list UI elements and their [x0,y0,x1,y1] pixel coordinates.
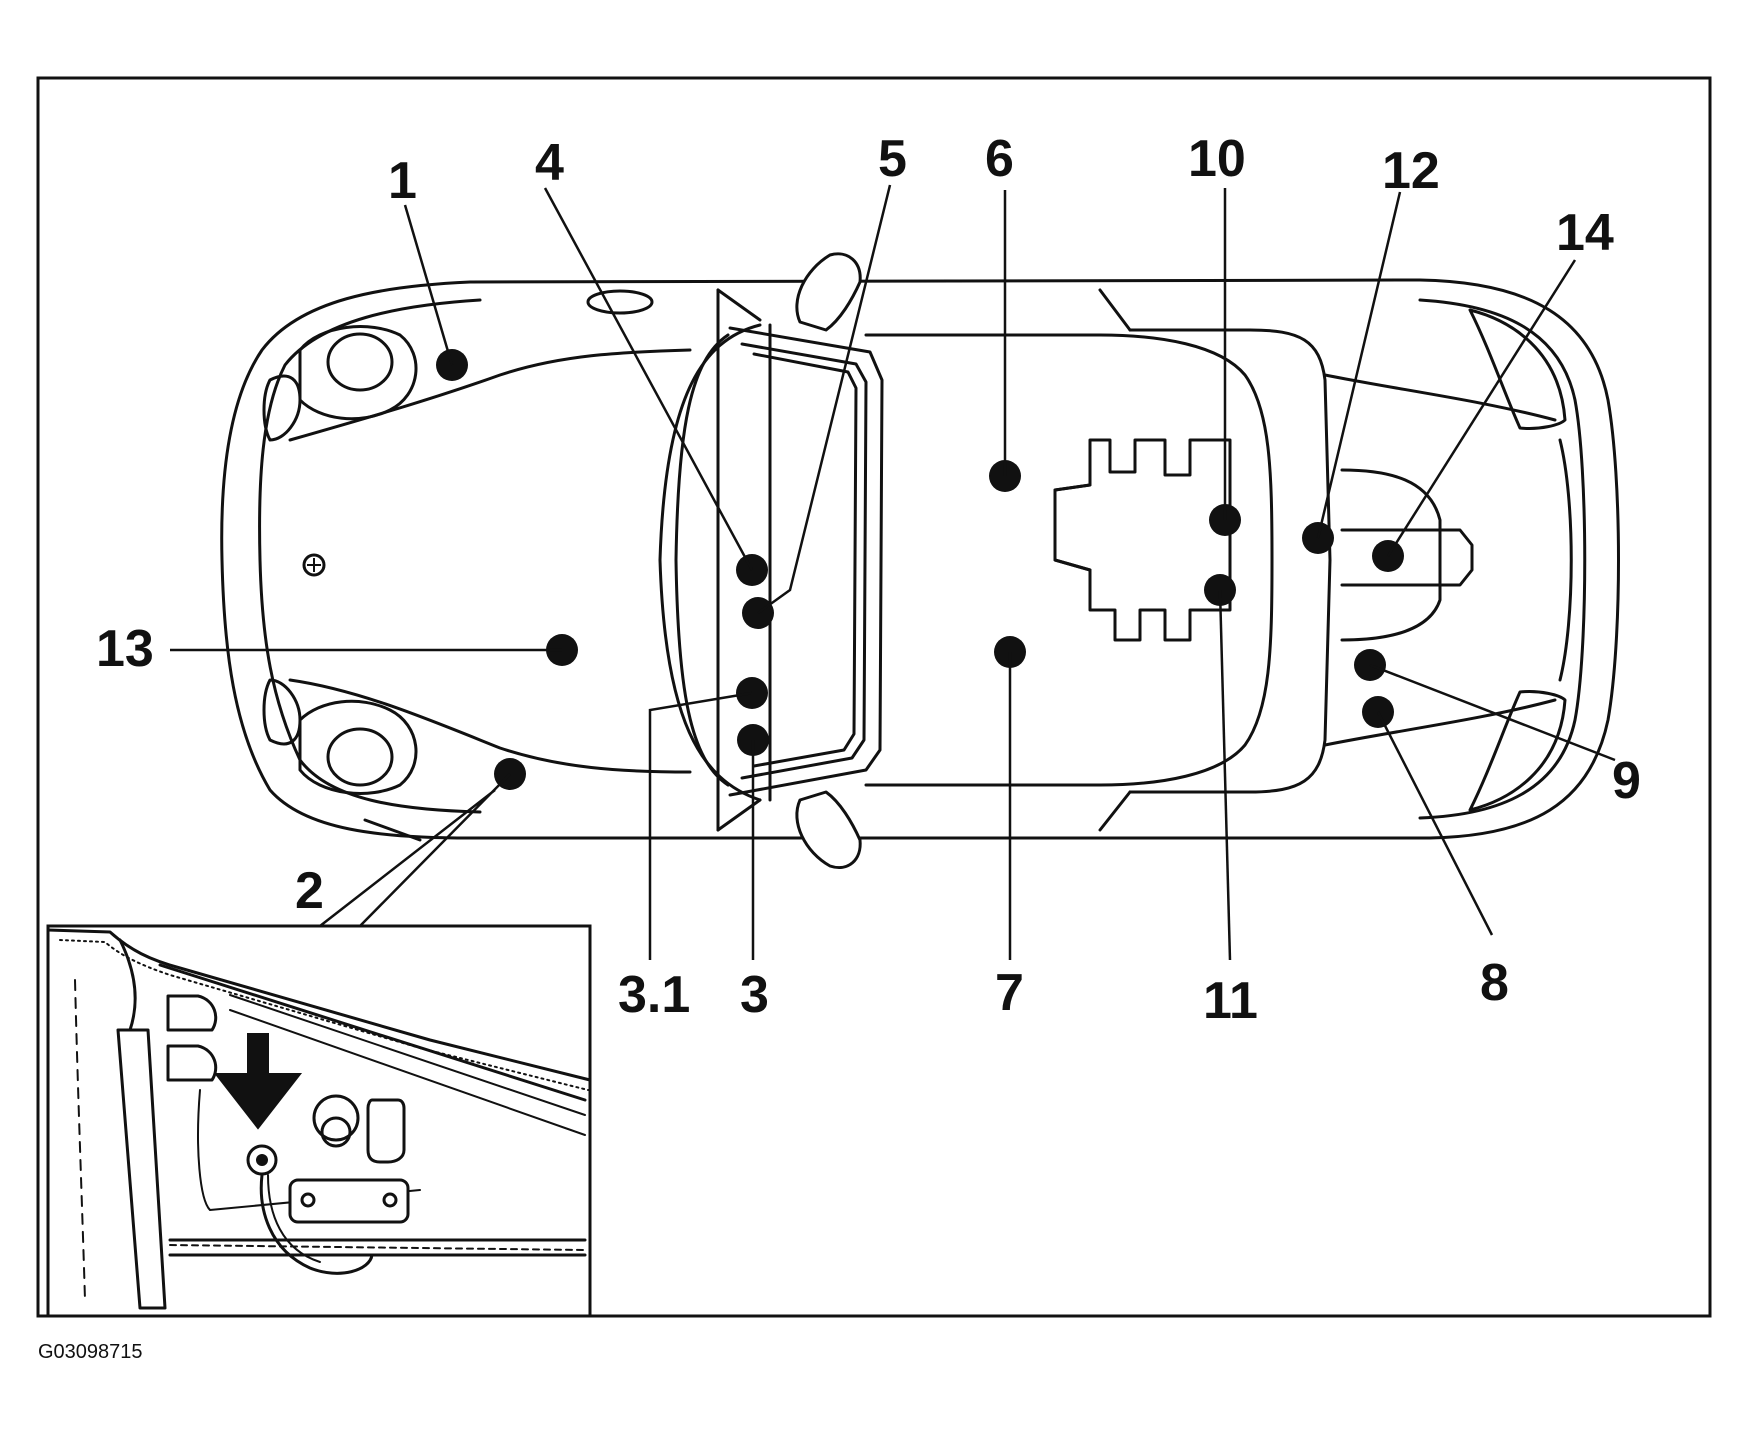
callout-14: 14 [1556,204,1614,262]
cabin-roof-panel [864,333,1274,787]
rear-lid-handle [1340,528,1474,587]
inset-ground-wire-2 [267,1174,321,1263]
inset-detail-location-2 [46,924,592,1318]
callout-7: 7 [995,964,1024,1022]
headlight-upper [298,325,418,421]
leader-5 [757,184,892,615]
leader-lines [170,184,1616,961]
leader-1 [403,204,454,366]
inset-bracket-hole-right [382,1192,398,1208]
side-mirror-upper [795,252,862,332]
rear-deck-outline [1128,328,1332,794]
inset-stipple-line [59,939,589,1091]
headlight-lens-lower [326,727,394,787]
engine-compartment-cover [1053,438,1232,642]
c-pillar-lines [1098,288,1132,832]
inset-sill-lines [168,1238,587,1257]
front-marker-oval [586,289,654,315]
leader-11 [1218,589,1232,961]
inset-panel-line-2 [229,994,586,1116]
callout-12: 12 [1382,142,1440,200]
front-bumper-notch-lower [262,678,302,746]
rear-lamp-upper [1468,308,1567,430]
hood-line-lower [288,678,692,774]
inset-left-edge [74,979,86,1301]
callout-3-1: 3.1 [618,966,690,1024]
leader-14 [1386,259,1577,557]
down-arrow-icon [213,1033,303,1130]
inset-cap [366,1098,406,1164]
windscreen-inner-front [674,333,730,787]
inset-sill-stipple [169,1244,586,1251]
rear-lamp-lower [1468,690,1567,812]
callout-6: 6 [985,130,1014,188]
leader-2 [319,773,511,927]
inset-vertical-pillar [116,1028,167,1310]
rear-quarter-lines [1323,373,1557,747]
inset-pillar-curve [118,938,137,1032]
location-dots [436,349,1404,790]
inset-upper-edge [46,928,592,1082]
front-bumper-notch-upper [262,374,302,442]
figure-code: G03098715 [38,1341,143,1363]
inset-panel-line-3 [229,1009,586,1136]
inset-recess [197,1089,421,1211]
leader-9 [1369,663,1616,762]
inset-bracket-hole-left [300,1192,316,1208]
callout-labels: 1 2 3 3.1 4 5 6 7 8 9 10 11 12 13 14 [96,130,1641,1030]
hood-line-upper [288,348,692,442]
rear-inner-contour [1418,298,1587,820]
callout-5: 5 [878,130,907,188]
inset-knob-base [320,1116,352,1148]
inset-clip-upper [166,994,218,1032]
callout-10: 10 [1188,130,1246,188]
diagram-frame [36,76,1712,1318]
hood-badge-icon [302,553,326,577]
leader-8 [1376,711,1494,936]
inset-panel-line-1 [158,963,587,1102]
callout-2: 2 [295,862,324,920]
rear-bumper-line [1558,438,1573,682]
a-pillar-upper-join [716,288,762,322]
callout-13: 13 [96,620,154,678]
windscreen-outer-rear [728,326,884,797]
callout-1: 1 [388,152,417,210]
callout-4: 4 [535,134,564,192]
front-spoiler-tick [363,818,422,842]
windscreen-inner-rear [740,342,868,780]
inset-ground-bolt [256,1154,268,1166]
callout-8: 8 [1480,954,1509,1012]
callout-11: 11 [1203,972,1258,1030]
windscreen-glass [752,352,858,768]
body-outline [220,278,1620,840]
leader-12 [1316,191,1402,539]
inset-bracket-plate [288,1178,410,1224]
engine-cover-edges [1053,483,1092,572]
side-mirror-lower [795,790,862,869]
leader-4 [543,187,754,571]
inset-ground-wire-1 [259,1173,374,1275]
callout-3: 3 [740,966,769,1024]
inset-clip-lower [166,1044,218,1082]
rear-lid-outline [1340,468,1442,642]
car-outline [220,252,1620,869]
callout-9: 9 [1612,752,1641,810]
leader-3-1 [648,691,753,960]
headlight-lower [298,699,418,795]
headlight-lens-upper [326,332,394,392]
